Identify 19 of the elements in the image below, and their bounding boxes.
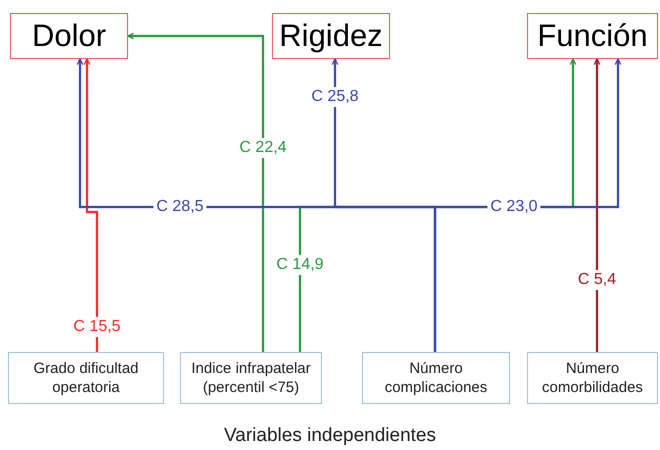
node-label: Dolor — [32, 18, 106, 54]
arrow — [594, 58, 600, 352]
node-label: Número comorbilidades — [541, 358, 644, 398]
node-label: Función — [537, 18, 648, 54]
node-label: Número complicaciones — [384, 358, 488, 398]
node-label: Grado dificultad operatoria — [32, 358, 140, 398]
outcome-box — [10, 13, 128, 59]
variable-box — [8, 352, 164, 404]
outcome-box — [272, 13, 390, 59]
variable-box — [180, 352, 322, 404]
node-label: Rigidez — [279, 18, 383, 54]
caption: Variables independientes — [223, 425, 437, 447]
node-label: Indice infrapatelar (percentil <75) — [190, 358, 312, 398]
outcome-box — [527, 13, 658, 59]
arrow — [84, 58, 98, 352]
variable-box — [527, 352, 658, 404]
arrow — [127, 32, 264, 352]
variable-box — [362, 352, 510, 404]
arrow — [434, 58, 622, 352]
